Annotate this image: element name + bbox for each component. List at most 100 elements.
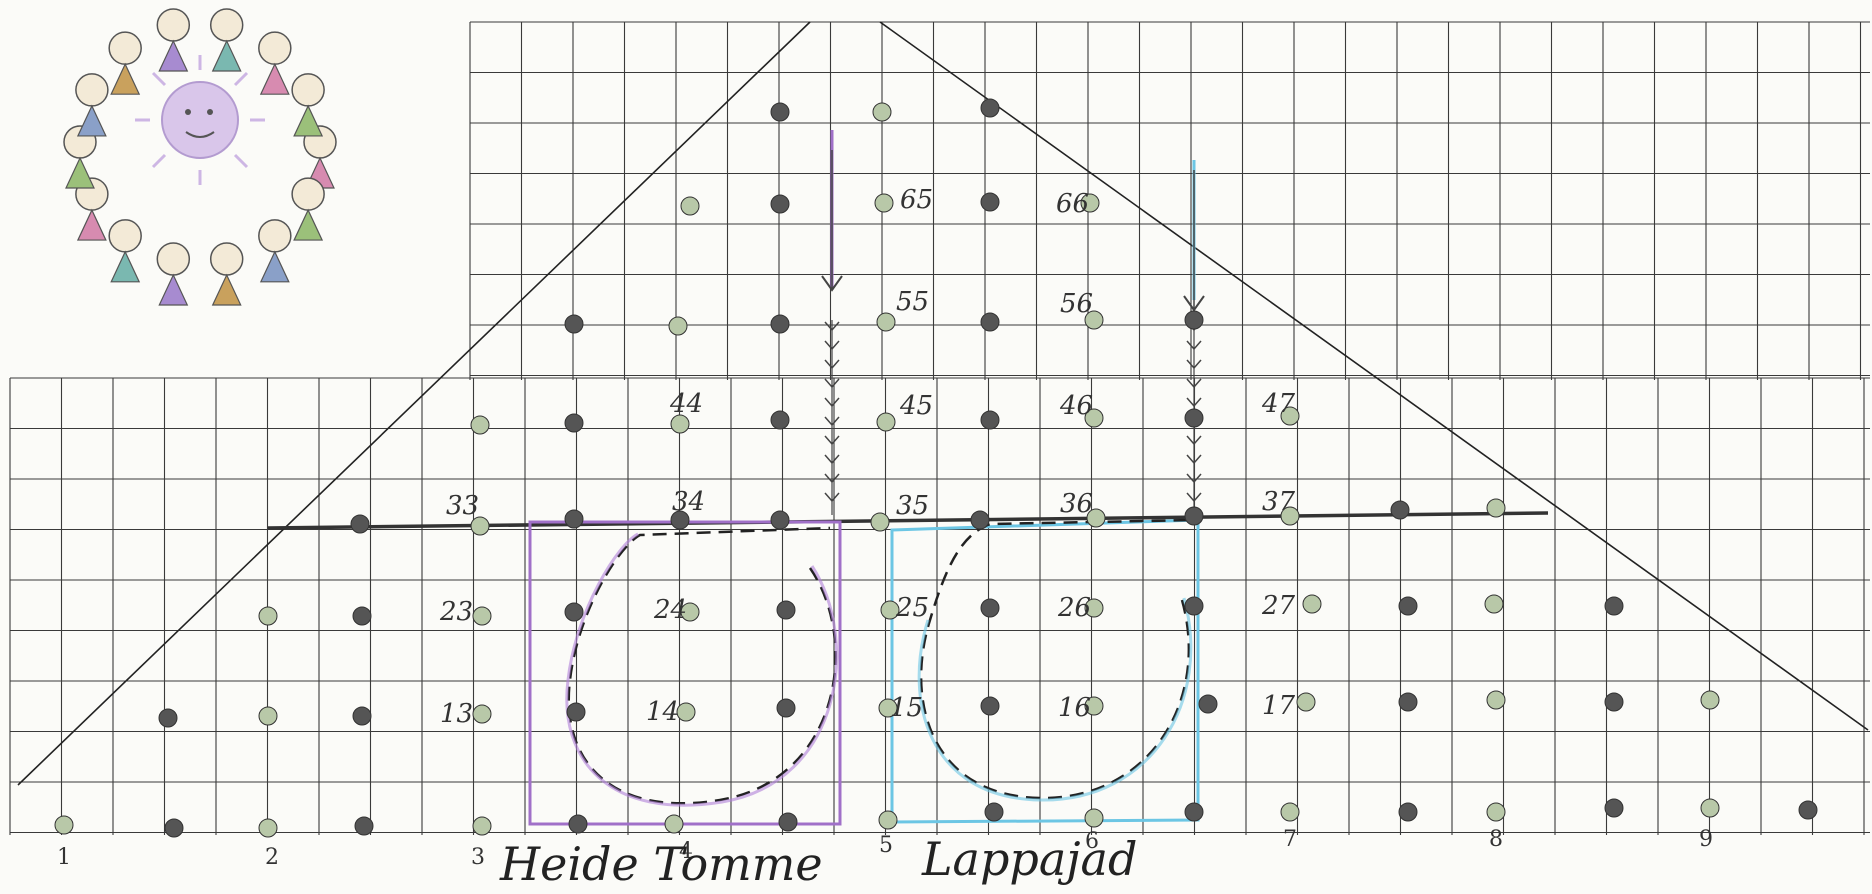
grid-dot: [981, 313, 999, 331]
child-head: [157, 9, 189, 41]
grid-dot: [1399, 803, 1417, 821]
grid-dot: [1085, 809, 1103, 827]
child-body: [78, 210, 106, 240]
child-body: [159, 41, 187, 71]
grid-dot: [1487, 499, 1505, 517]
grid-dot: [1399, 693, 1417, 711]
grid-dot: [471, 416, 489, 434]
number-label: 25: [895, 593, 929, 623]
grid-dot: [1391, 501, 1409, 519]
child-head: [109, 220, 141, 252]
child-head: [259, 220, 291, 252]
child-body: [294, 210, 322, 240]
grid-dot: [779, 813, 797, 831]
number-label: 65: [900, 185, 933, 215]
grid-dot: [981, 193, 999, 211]
grid-dot: [473, 607, 491, 625]
child-head: [157, 243, 189, 275]
grid-dot: [1185, 409, 1203, 427]
grid-dot: [55, 816, 73, 834]
grid-dot: [165, 819, 183, 837]
grid-dot: [677, 703, 695, 721]
grid-dot: [771, 103, 789, 121]
grid-dot: [1185, 597, 1203, 615]
number-label: 15: [890, 693, 923, 723]
grid-dot: [565, 315, 583, 333]
child-body: [213, 275, 241, 305]
grid-dot: [665, 815, 683, 833]
grid-dot: [1185, 803, 1203, 821]
child-body: [159, 275, 187, 305]
number-label: 45: [899, 391, 933, 421]
graph-paper-grid: [10, 22, 1870, 835]
axis-label: 1: [57, 845, 71, 870]
number-label: 56: [1060, 289, 1093, 319]
grid-dot: [1701, 691, 1719, 709]
children-sun-circle-icon: [64, 9, 336, 305]
number-label: 13: [440, 699, 473, 729]
number-label: 66: [1056, 189, 1089, 219]
grid-dot: [1487, 803, 1505, 821]
grid-dot: [565, 414, 583, 432]
grid-dot: [353, 707, 371, 725]
grid-dot: [879, 811, 897, 829]
axis-label: 3: [471, 845, 485, 870]
grid-dot: [569, 815, 587, 833]
grid-dot: [1185, 507, 1203, 525]
number-label: 37: [1262, 487, 1296, 517]
number-label: 16: [1058, 693, 1091, 723]
grid-dot: [771, 195, 789, 213]
grid-dot: [1605, 693, 1623, 711]
grid-dot: [473, 705, 491, 723]
grid-dot: [1399, 597, 1417, 615]
child-body: [261, 64, 289, 94]
grid-dot: [981, 99, 999, 117]
grid-dot: [353, 607, 371, 625]
number-label: 27: [1261, 591, 1296, 621]
number-label: 24: [653, 595, 687, 625]
number-label: 55: [896, 287, 929, 317]
number-label: 36: [1060, 489, 1093, 519]
child-head: [292, 74, 324, 106]
number-label: 26: [1057, 593, 1091, 623]
grid-dot: [1297, 693, 1315, 711]
caption-lappajad: Lappajad: [921, 832, 1137, 886]
axis-label: 8: [1489, 827, 1503, 852]
child-head: [211, 243, 243, 275]
number-label: 23: [439, 597, 473, 627]
grid-dot: [771, 315, 789, 333]
grid-dot: [351, 515, 369, 533]
number-label: 14: [646, 697, 679, 727]
axis-label: 7: [1283, 827, 1297, 852]
grid-dot: [681, 197, 699, 215]
child-head: [259, 32, 291, 64]
grid-dot: [1605, 597, 1623, 615]
child-body: [111, 252, 139, 282]
grid-dot: [159, 709, 177, 727]
right-loop-dashed: [921, 520, 1196, 798]
grid-dot: [567, 703, 585, 721]
grid-dot: [1487, 691, 1505, 709]
number-label: 34: [672, 487, 705, 517]
grid-dot: [1485, 595, 1503, 613]
axis-label: 9: [1699, 827, 1713, 852]
grid-dot: [259, 707, 277, 725]
grid-dot: [777, 699, 795, 717]
grid-dot: [355, 817, 373, 835]
grid-dot: [871, 513, 889, 531]
child-head: [211, 9, 243, 41]
child-body: [261, 252, 289, 282]
grid-dot: [565, 510, 583, 528]
grid-dot: [1605, 799, 1623, 817]
grid-dot: [981, 697, 999, 715]
grid-dot: [771, 411, 789, 429]
grid-dot: [771, 511, 789, 529]
number-label: 35: [896, 491, 929, 521]
grid-dot: [565, 603, 583, 621]
number-label: 46: [1059, 391, 1093, 421]
grid-dot: [981, 411, 999, 429]
child-body: [294, 106, 322, 136]
